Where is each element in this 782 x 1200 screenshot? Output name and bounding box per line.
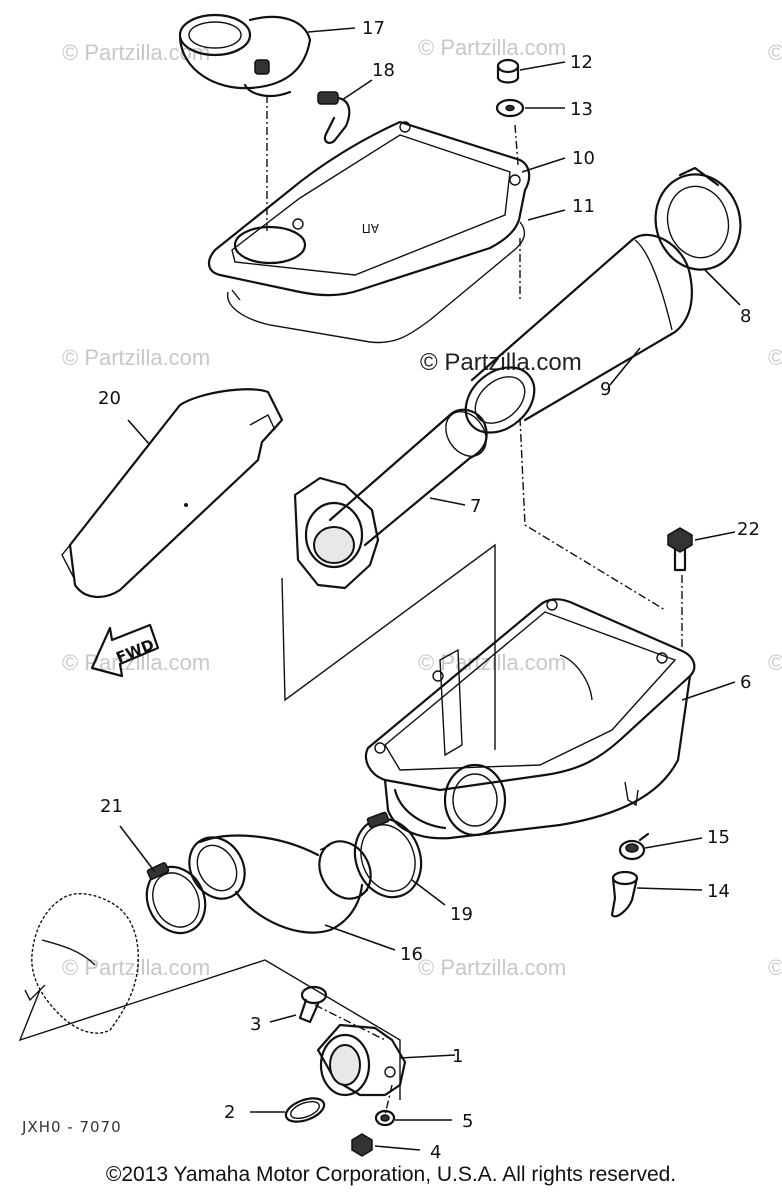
part-21-clamp [145,862,207,935]
part-17-duct-cap [178,13,312,98]
callout-3: 3 [250,1014,261,1035]
callout-21: 21 [100,796,123,817]
part-19-clamp [353,811,423,899]
callout-14: 14 [707,881,730,902]
callout-1: 1 [452,1046,463,1067]
callout-17: 17 [362,18,385,39]
part-15-clamp [618,832,650,861]
part-10-cover: AΠ [207,120,531,297]
watermark: © Partzilla.com [418,650,566,675]
callout-11: 11 [572,196,595,217]
callout-7: 7 [470,496,481,517]
callout-18: 18 [372,60,395,81]
callout-22: 22 [737,519,760,540]
callout-8: 8 [740,306,751,327]
copyright-footer: ©2013 Yamaha Motor Corporation, U.S.A. A… [105,1163,677,1186]
callout-16: 16 [400,944,423,965]
part-22-bolt [667,527,693,572]
watermark: © Partzilla.com [62,345,210,370]
callout-4: 4 [430,1142,441,1163]
drawing-code: JXH0 - 7070 [21,1118,122,1136]
callout-2: 2 [224,1102,235,1123]
watermark-edge: © [768,955,782,980]
part-6-air-box [364,598,696,840]
part-13-washer [495,98,525,118]
callout-20: 20 [98,388,121,409]
watermark-center: © Partzilla.com [420,349,582,376]
callout-15: 15 [707,827,730,848]
part-2-o-ring [284,1097,326,1123]
watermark: © Partzilla.com [418,35,566,60]
part-12-bolt [496,58,520,84]
part-8-filter-cap [654,166,742,271]
part-18-breather [317,91,351,144]
watermark: © Partzilla.com [62,40,210,65]
callouts: 1 2 3 4 5 6 7 8 9 10 11 12 13 14 15 16 1… [98,18,760,1163]
callout-6: 6 [740,672,751,693]
part-5-washer [374,1109,396,1127]
assembly-lines [18,95,683,1116]
part-3-bolt [298,985,328,1024]
part-20-side-panel [61,388,284,598]
callout-19: 19 [450,904,473,925]
cover-marking: AΠ [362,221,379,235]
callout-9: 9 [600,379,611,400]
part-7-filter-guide [293,408,488,590]
callout-12: 12 [570,52,593,73]
leader-lines [119,27,741,1151]
part-9-filter-element [464,233,693,434]
callout-13: 13 [570,99,593,120]
watermark: © Partzilla.com [62,650,210,675]
callout-10: 10 [572,148,595,169]
watermark-edge: © [768,40,782,65]
watermark-edge: © [768,345,782,370]
callout-5: 5 [462,1111,473,1132]
part-14-drain [610,870,639,918]
part-4-nut [351,1133,373,1157]
part-1-joint [316,1023,407,1097]
watermark: © Partzilla.com [418,955,566,980]
part-16-joint-hose [188,834,372,934]
part-11-gasket [227,221,526,344]
watermark-edge: © [768,650,782,675]
